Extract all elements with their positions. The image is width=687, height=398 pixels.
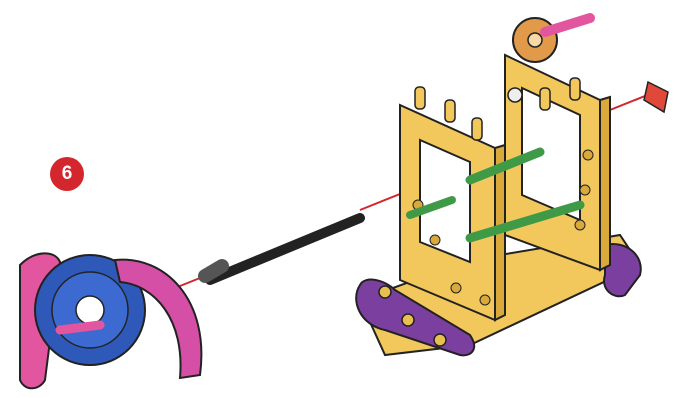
red-end-cap — [644, 82, 668, 112]
gear-with-arc-part — [20, 253, 201, 388]
step-number-badge: 6 — [50, 157, 84, 191]
black-axle-rod — [205, 218, 360, 280]
